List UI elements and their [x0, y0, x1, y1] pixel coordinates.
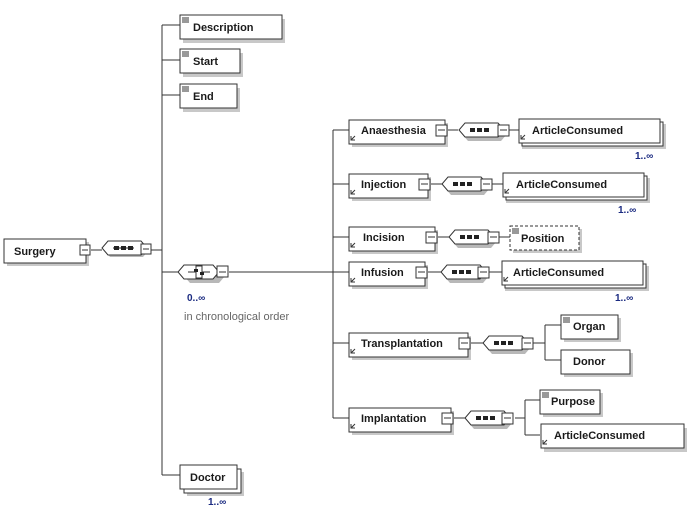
purpose-label: Purpose: [551, 396, 595, 408]
reference-arrow-icon: [350, 242, 356, 248]
injection-child-label: ArticleConsumed: [516, 179, 607, 191]
element-anaesthesia-articleconsumed[interactable]: ArticleConsumed: [518, 118, 666, 149]
element-donor[interactable]: Donor: [560, 349, 633, 377]
infusion-child-cardinality: 1..∞: [615, 293, 633, 304]
documentation-icon: [563, 317, 570, 323]
element-description[interactable]: Description: [179, 14, 285, 43]
documentation-icon: [512, 228, 519, 234]
element-organ[interactable]: Organ: [560, 314, 621, 342]
collapse-toggle-icon[interactable]: [441, 412, 454, 425]
documentation-icon: [182, 17, 189, 23]
end-label: End: [193, 91, 214, 103]
documentation-icon: [542, 392, 549, 398]
element-doctor[interactable]: Doctor: [179, 464, 244, 496]
collapse-toggle-icon[interactable]: [458, 337, 471, 350]
anaesthesia-child-cardinality: 1..∞: [635, 151, 653, 162]
element-implantation-articleconsumed[interactable]: ArticleConsumed: [540, 423, 687, 452]
sequence-compositor-icon[interactable]: [448, 229, 500, 248]
incision-child-label: Position: [521, 233, 565, 245]
collapse-toggle-icon[interactable]: [425, 231, 438, 244]
element-infusion-articleconsumed[interactable]: ArticleConsumed: [501, 260, 649, 291]
transplantation-label: Transplantation: [361, 338, 443, 350]
sequence-compositor-icon[interactable]: [482, 335, 534, 354]
injection-child-cardinality: 1..∞: [618, 205, 636, 216]
surgery-label: Surgery: [14, 246, 56, 258]
sequence-compositor-icon[interactable]: [464, 410, 514, 429]
element-implantation[interactable]: Implantation: [348, 407, 454, 435]
description-label: Description: [193, 22, 254, 34]
documentation-icon: [182, 86, 189, 92]
connector-lines: [91, 24, 561, 476]
donor-label: Donor: [573, 356, 606, 368]
sequence-compositor-icon[interactable]: [440, 264, 490, 283]
element-injection[interactable]: Injection: [348, 173, 431, 201]
sequence-compositor-icon[interactable]: [101, 240, 152, 257]
element-surgery[interactable]: Surgery: [3, 238, 91, 266]
reference-arrow-icon: [520, 134, 526, 140]
doctor-cardinality: 1..∞: [208, 497, 226, 508]
reference-arrow-icon: [350, 348, 356, 354]
start-label: Start: [193, 56, 218, 68]
element-end[interactable]: End: [179, 83, 240, 112]
choice-cardinality: 0..∞: [187, 293, 205, 304]
element-incision[interactable]: Incision: [348, 226, 438, 254]
collapse-toggle-icon[interactable]: [415, 266, 428, 279]
collapse-toggle-icon[interactable]: [435, 124, 448, 137]
element-start[interactable]: Start: [179, 48, 243, 77]
implantation-child-label: ArticleConsumed: [554, 430, 645, 442]
reference-arrow-icon: [504, 188, 510, 194]
infusion-label: Infusion: [361, 267, 404, 279]
doctor-label: Doctor: [190, 472, 226, 484]
element-infusion[interactable]: Infusion: [348, 261, 428, 289]
collapse-toggle-icon[interactable]: [418, 178, 431, 191]
sequence-compositor-icon[interactable]: [441, 176, 493, 195]
reference-arrow-icon: [350, 277, 356, 283]
reference-arrow-icon: [542, 439, 548, 445]
documentation-icon: [182, 51, 189, 57]
reference-arrow-icon: [350, 189, 356, 195]
infusion-child-label: ArticleConsumed: [513, 267, 604, 279]
element-injection-articleconsumed[interactable]: ArticleConsumed: [502, 172, 650, 203]
anaesthesia-label: Anaesthesia: [361, 125, 427, 137]
anaesthesia-child-label: ArticleConsumed: [532, 125, 623, 137]
implantation-label: Implantation: [361, 413, 427, 425]
sequence-compositor-icon[interactable]: [458, 122, 510, 141]
incision-label: Incision: [363, 232, 405, 244]
element-anaesthesia[interactable]: Anaesthesia: [348, 119, 448, 147]
choice-annotation: in chronological order: [184, 311, 290, 323]
element-incision-position[interactable]: Position: [509, 225, 582, 253]
organ-label: Organ: [573, 321, 606, 333]
reference-arrow-icon: [350, 135, 356, 141]
collapse-toggle-icon[interactable]: [79, 244, 91, 256]
reference-arrow-icon: [503, 276, 509, 282]
element-purpose[interactable]: Purpose: [539, 389, 603, 417]
element-transplantation[interactable]: Transplantation: [348, 332, 471, 360]
reference-arrow-icon: [350, 423, 356, 429]
injection-label: Injection: [361, 179, 407, 191]
choice-compositor-icon[interactable]: [177, 264, 229, 283]
